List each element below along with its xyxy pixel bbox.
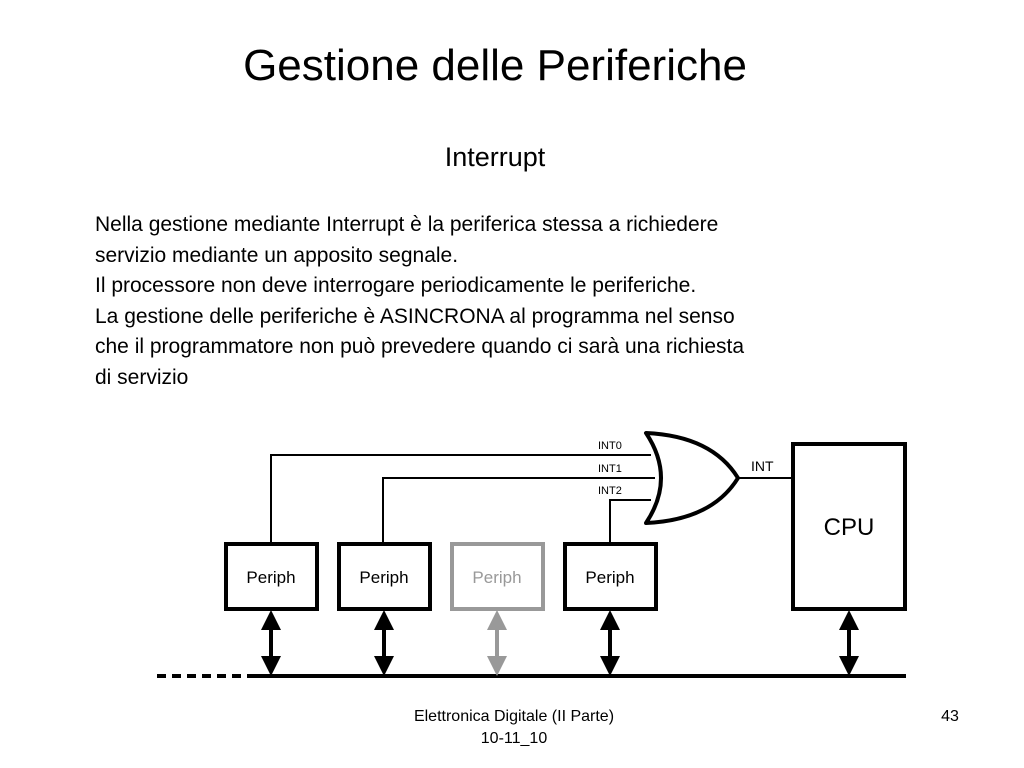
slide-title: Gestione delle Periferiche	[243, 41, 747, 90]
int0-line	[270, 454, 651, 544]
footer-title: Elettronica Digitale (II Parte) 10-11_10	[364, 706, 664, 750]
int1-line	[382, 477, 655, 544]
peripheral-label: Periph	[472, 568, 521, 587]
peripheral-label: Periph	[246, 568, 295, 587]
peripheral-box	[450, 542, 545, 611]
body-line: servizio mediante un apposito segnale.	[95, 243, 459, 267]
body-line: La gestione delle periferiche è ASINCRON…	[95, 304, 735, 328]
peripheral: Periph	[224, 542, 319, 611]
body-line: Nella gestione mediante Interrupt è la p…	[95, 213, 719, 236]
peripheral-box	[224, 542, 319, 611]
peripheral-label: Periph	[359, 568, 408, 587]
peripheral-label: Periph	[585, 568, 634, 587]
slide-subtitle: Interrupt	[444, 142, 546, 172]
cpu-label: CPU	[824, 514, 875, 541]
int2-label: INT2	[598, 485, 622, 497]
peripheral: Periph	[337, 542, 432, 611]
body-line: Il processore non deve interrogare perio…	[95, 274, 697, 298]
int-label: INT	[751, 458, 774, 474]
footer-line: 10-11_10	[480, 730, 548, 747]
page-number: 43	[941, 708, 959, 725]
peripheral-inactive: Periph	[450, 542, 545, 611]
int1-label: INT1	[598, 463, 622, 475]
peripheral-box	[337, 542, 432, 611]
cpu-box	[791, 442, 907, 611]
int0-label: INT0	[598, 440, 622, 452]
body-paragraph: Nella gestione mediante Interrupt è la p…	[95, 210, 915, 394]
footer-line: Elettronica Digitale (II Parte)	[413, 708, 615, 725]
body-line: di servizio	[95, 365, 189, 389]
or-gate	[644, 431, 740, 525]
body-line: che il programmatore non può prevedere q…	[95, 335, 745, 359]
int2-line	[609, 499, 651, 544]
peripheral-box	[563, 542, 658, 611]
peripheral: Periph	[563, 542, 658, 611]
